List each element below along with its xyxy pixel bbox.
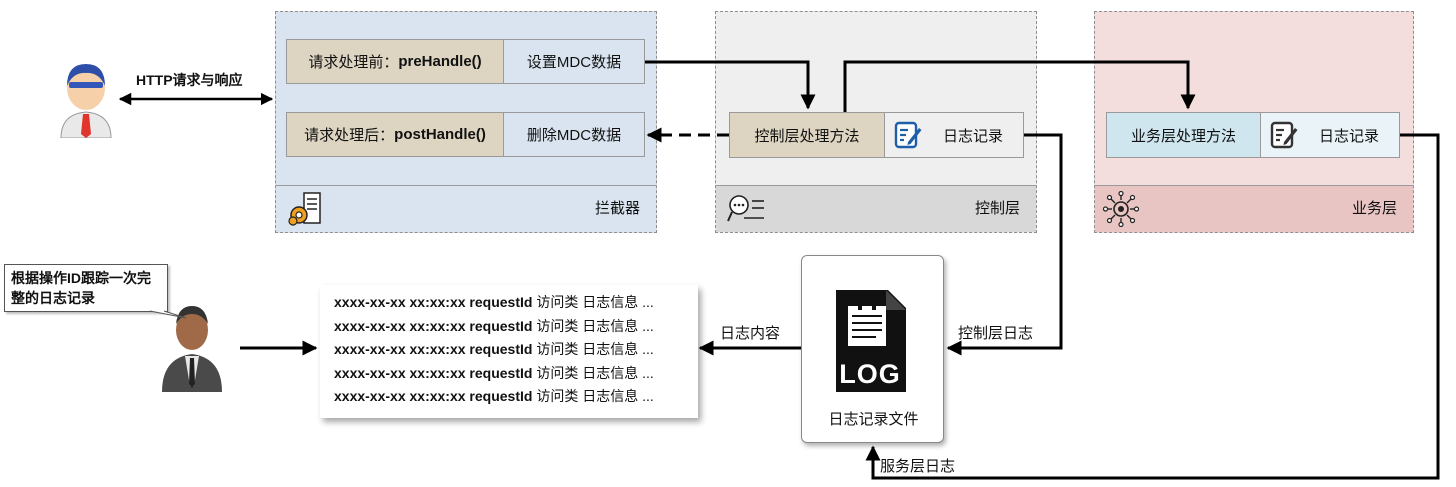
callout-tail [149, 310, 187, 319]
person-avatar-icon [162, 306, 222, 392]
log-line-prefix: xxxx-xx-xx xx:xx:xx requestId [334, 388, 533, 404]
log-line-prefix: xxxx-xx-xx xx:xx:xx requestId [334, 294, 533, 310]
log-line: xxxx-xx-xx xx:xx:xx requestId 访问类 日志信息 .… [334, 386, 654, 406]
set-mdc-cell: 设置MDC数据 [503, 39, 645, 84]
log-line: xxxx-xx-xx xx:xx:xx requestId 访问类 日志信息 .… [334, 292, 654, 312]
controller-footer: 控制层 [716, 185, 1036, 232]
controller-log-label: 控制层日志 [958, 325, 1034, 342]
log-line: xxxx-xx-xx xx:xx:xx requestId 访问类 日志信息 .… [334, 339, 654, 359]
controller-log-arrow [946, 133, 1063, 356]
prehandle-cell: 请求处理前：preHandle() [286, 39, 504, 84]
controller-footer-label: 控制层 [974, 200, 1020, 217]
callout-bubble: 根据操作ID跟踪一次完整的日志记录 [4, 264, 168, 312]
delete-mdc-label: 删除MDC数据 [526, 127, 622, 144]
log-line-suffix: 访问类 日志信息 ... [532, 341, 654, 357]
log-line: xxxx-xx-xx xx:xx:xx requestId 访问类 日志信息 .… [334, 316, 654, 336]
log-lines-box: xxxx-xx-xx xx:xx:xx requestId 访问类 日志信息 .… [320, 285, 698, 418]
log-line-prefix: xxxx-xx-xx xx:xx:xx requestId [334, 364, 533, 381]
posthandle-method: postHandle() [394, 126, 486, 143]
interceptor-footer-label: 拦截器 [594, 200, 640, 217]
controller-method-label: 控制层处理方法 [754, 127, 860, 145]
log-line-suffix: 访问类 日志信息 ... [532, 317, 654, 334]
log-file-card: LOG 日志记录文件 [801, 255, 944, 443]
service-log-label: 日志记录 [1319, 127, 1380, 145]
log-line: xxxx-xx-xx xx:xx:xx requestId 访问类 日志信息 .… [334, 363, 654, 383]
search-list-icon [727, 195, 764, 222]
edit-document-icon [1270, 121, 1298, 149]
log-line-prefix: xxxx-xx-xx xx:xx:xx requestId [334, 341, 533, 357]
log-line-prefix: xxxx-xx-xx xx:xx:xx requestId [334, 317, 533, 334]
log-file-icon [836, 290, 906, 392]
service-footer-label: 业务层 [1351, 200, 1397, 217]
service-log-cell: 日志记录 [1260, 112, 1400, 158]
prehandle-label: 请求处理前： [308, 54, 399, 71]
user-avatar-icon [60, 64, 112, 138]
network-gear-icon [1103, 191, 1139, 227]
service-footer: 业务层 [1095, 185, 1413, 232]
service-method-label: 业务层处理方法 [1130, 127, 1236, 145]
log-line-suffix: 访问类 日志信息 ... [532, 388, 654, 404]
callout-text: 根据操作ID跟踪一次完整的日志记录 [11, 270, 151, 306]
controller-method-cell: 控制层处理方法 [729, 112, 885, 158]
posthandle-label: 请求处理后： [304, 127, 395, 144]
log-line-suffix: 访问类 日志信息 ... [532, 364, 654, 381]
log-file-label: 日志记录文件 [828, 411, 919, 428]
service-log-label: 服务层日志 [880, 458, 956, 475]
log-file-icon-text: LOG [839, 359, 901, 389]
posthandle-cell: 请求处理后：postHandle() [286, 112, 504, 157]
service-method-cell: 业务层处理方法 [1106, 112, 1261, 158]
interceptor-footer: 拦截器 [276, 185, 656, 232]
controller-log-label: 日志记录 [943, 127, 1004, 145]
log-line-suffix: 访问类 日志信息 ... [532, 294, 654, 310]
log-content-label: 日志内容 [720, 325, 781, 342]
pre-to-controller-arrow [645, 60, 816, 110]
http-label: HTTP请求与响应 [136, 72, 243, 88]
prehandle-method: preHandle() [398, 53, 482, 70]
controller-to-service-arrow [843, 60, 1196, 112]
set-mdc-label: 设置MDC数据 [526, 54, 622, 71]
server-gear-icon [288, 192, 321, 226]
controller-log-cell: 日志记录 [884, 112, 1024, 158]
service-log-arrow [865, 133, 1440, 480]
edit-document-icon [894, 121, 922, 149]
delete-mdc-cell: 删除MDC数据 [503, 112, 645, 157]
